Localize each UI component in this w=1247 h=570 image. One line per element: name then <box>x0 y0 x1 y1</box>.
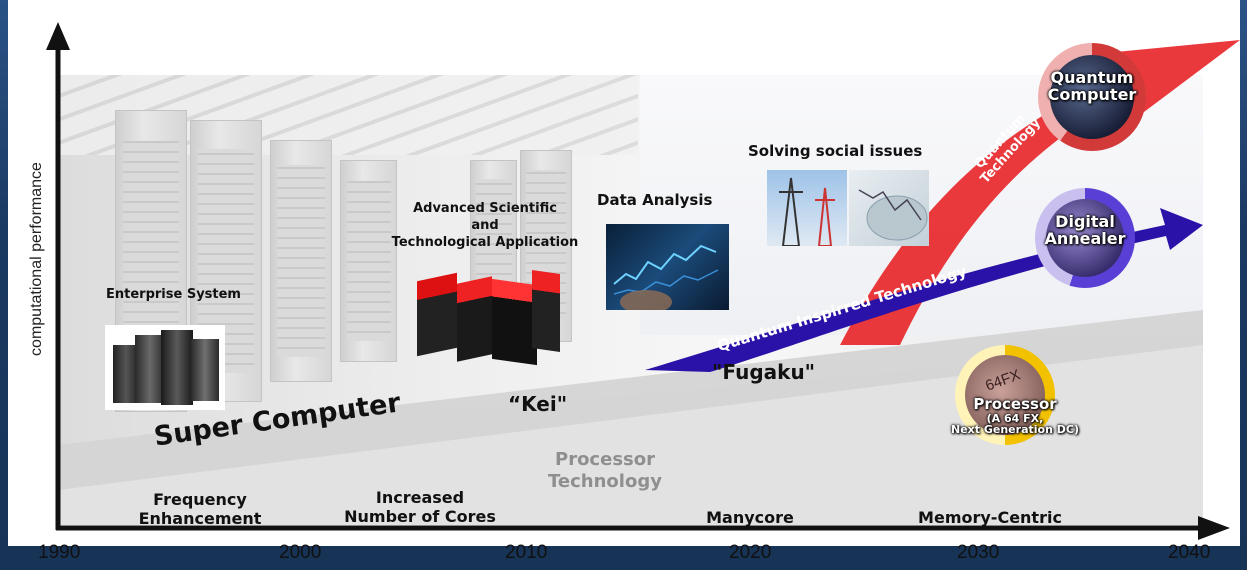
backdrop-rack <box>340 160 397 362</box>
power-tower-image <box>767 170 847 246</box>
digital-annealer-line1: Digital <box>1055 212 1115 231</box>
enterprise-servers-image <box>105 325 225 410</box>
data-analysis-image <box>606 224 729 310</box>
scientific-line2: and <box>471 217 499 233</box>
stage-manycore-line1: Manycore <box>706 508 794 527</box>
quantum-computer-line1: Quantum <box>1050 68 1134 87</box>
stage-cores-line1: Increased <box>375 488 465 507</box>
x-tick-label: 2020 <box>729 542 772 563</box>
scientific-line1: Advanced Scientific <box>413 201 557 216</box>
scientific-line3: Technological Application <box>391 234 579 250</box>
kei-label: “Kei" <box>508 392 568 416</box>
stage-memory-centric-line1: Memory-Centric <box>918 508 1062 527</box>
x-axis-arrowhead <box>1198 516 1230 540</box>
x-tick-label: 2030 <box>957 542 1000 563</box>
enterprise-system-label: Enterprise System <box>106 287 241 302</box>
kei-supercomputer-image <box>412 262 562 367</box>
x-tick-label: 2040 <box>1168 542 1211 563</box>
x-tick-label: 2000 <box>279 542 322 563</box>
supercomputer-band <box>58 310 1203 490</box>
processor-technology-line2: Technology <box>548 470 662 492</box>
quantum-computer-core <box>1050 55 1134 139</box>
processor-label: Processor (A 64 FX, Next Generation DC) <box>915 395 1115 437</box>
processor-technology-title: Processor Technology <box>530 449 680 492</box>
stage-cores-line2: Number of Cores <box>344 507 496 527</box>
digital-annealer-label: Digital Annealer <box>1035 212 1135 248</box>
scientific-application-label: Advanced Scientific and Technological Ap… <box>380 201 590 252</box>
stage-frequency: Frequency Enhancement <box>130 490 270 528</box>
quantum-computer-line2: Computer <box>1047 84 1137 104</box>
stage-cores: Increased Number of Cores <box>330 488 510 526</box>
social-issues-label: Solving social issues <box>748 142 923 160</box>
data-analysis-label: Data Analysis <box>597 191 713 209</box>
chart-globe-image <box>849 170 929 246</box>
y-axis-label: computational performance <box>28 162 45 356</box>
x-tick-label: 1990 <box>38 542 81 563</box>
digital-annealer-line2: Annealer <box>1044 228 1126 248</box>
processor-technology-line1: Processor <box>555 449 655 470</box>
processor-chip <box>965 355 1045 435</box>
y-axis-arrowhead <box>46 22 70 50</box>
stage-frequency-line2: Enhancement <box>138 509 262 529</box>
stage-frequency-line1: Frequency <box>153 490 247 509</box>
processor-line2: (A 64 FX, <box>986 411 1044 425</box>
processor-band <box>58 345 1203 525</box>
fugaku-label: "Fugaku" <box>712 360 816 384</box>
stage-memory-centric: Memory-Centric <box>905 508 1075 527</box>
processor-line1: Processor <box>973 395 1057 413</box>
processor-line3: Next Generation DC) <box>951 423 1079 437</box>
backdrop-rack <box>270 140 332 382</box>
quantum-computer-label: Quantum Computer <box>1038 68 1146 104</box>
quantum-technology-arrow <box>840 40 1240 345</box>
stage-manycore: Manycore <box>690 508 810 527</box>
digital-annealer-core <box>1046 199 1124 277</box>
x-tick-label: 2010 <box>505 542 548 563</box>
